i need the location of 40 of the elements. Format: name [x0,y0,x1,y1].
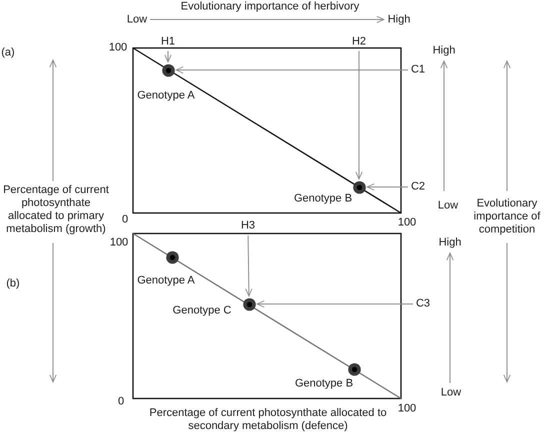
axis-end-label: High [432,44,456,58]
tick-label: 0 [122,213,128,226]
arrow [366,183,408,191]
tick-label: 100 [108,42,128,54]
point-label: Genotype C [172,304,232,318]
arrow [245,235,252,296]
tick-label: 100 [110,236,128,250]
point-label: Genotype B [294,378,354,390]
data-point-icon [166,250,178,264]
callout-label: H2 [352,35,366,48]
data-point-icon [352,180,366,194]
callout-label: H3 [240,220,256,232]
axis-title: Percentage of current photosynthate allocated to secondary metabolism (defence) [148,406,388,432]
data-point-icon [242,298,256,310]
axis-end-label: High [388,13,410,26]
callout-label: C2 [410,180,426,194]
axis-end-label: Low [440,386,462,400]
arrow [164,50,172,62]
axis-title: Evolutionary importance of competition [472,198,542,236]
axis-end-label: Low [438,200,458,212]
callout-label: C1 [410,64,426,76]
panel-label: (b) [6,278,20,290]
axis-title: Evolutionary importance of herbivory [180,0,360,13]
axis-title: Percentage of current photosynthate allocated to primary metabolism (growth) [2,184,110,236]
data-point-icon [348,362,360,376]
point-label: Genotype B [294,192,352,206]
axis-end-label: High [438,236,462,249]
axis-end-label: Low [126,13,148,26]
callout-label: H1 [160,35,176,48]
point-label: Genotype A [137,274,195,288]
arrow [256,300,414,308]
tick-label: 100 [398,216,416,230]
tick-label: 0 [118,396,124,408]
arrow [355,50,363,180]
point-label: Genotype A [137,90,195,102]
tick-label: 100 [398,402,416,416]
data-point-icon [162,64,174,76]
callout-label: C3 [416,298,430,310]
panel-label: (a) [1,46,15,60]
arrow [176,66,408,74]
